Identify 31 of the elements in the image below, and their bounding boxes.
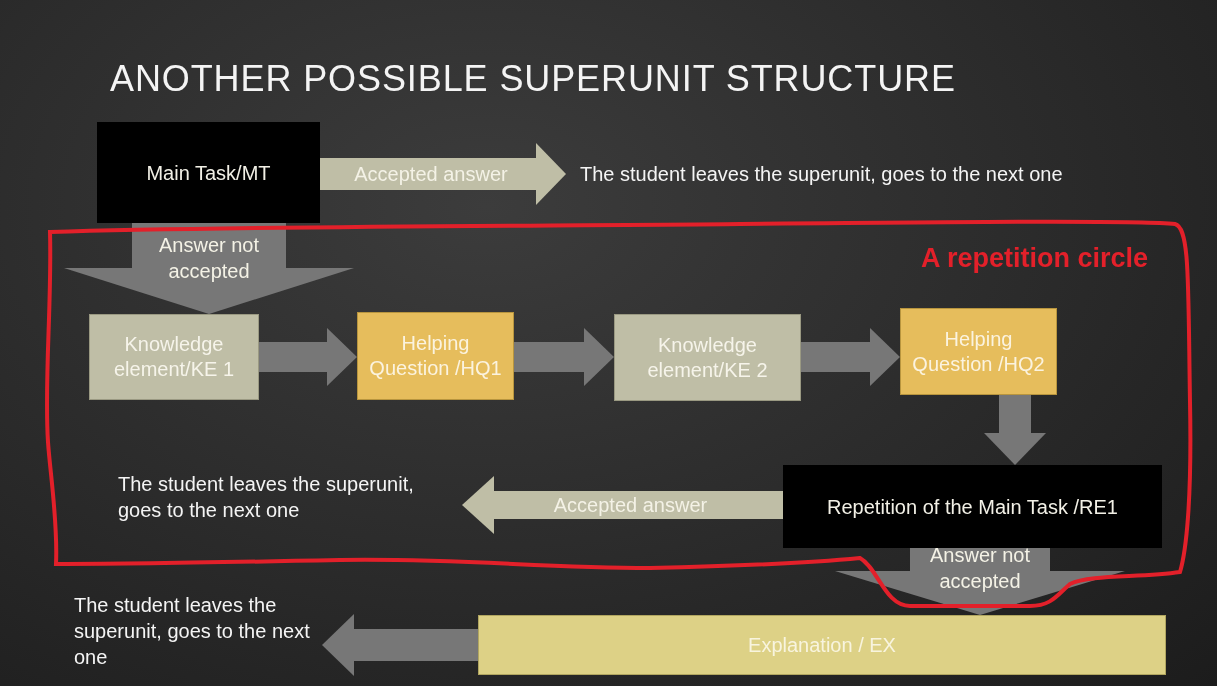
process-box [478,615,1166,675]
block-arrow [320,143,566,205]
edge-label: Accepted answer [353,162,509,187]
block-arrow [801,328,900,386]
box-label: Knowledge element/KE 2 [646,332,769,383]
process-box [357,312,514,400]
edge-label: Answer not accepted [157,232,261,284]
slide-title: ANOTHER POSSIBLE SUPERUNIT STRUCTURE [110,57,956,101]
block-arrow [514,328,614,386]
box-label: Knowledge element/KE 1 [112,332,236,382]
exit-note: The student leaves the superunit, goes to the next one [580,162,1063,187]
box-label: Helping Question /HQ1 [368,331,503,381]
edge-label: Accepted answer [552,493,709,518]
process-box [614,314,801,401]
block-arrow [259,328,357,386]
process-box [89,314,259,400]
box-label: Repetition of the Main Task /RE1 [827,494,1118,520]
block-arrow [462,476,783,534]
exit-note: The student leaves the superunit, goes to the next one [118,472,415,523]
block-arrow [835,548,1125,615]
exit-note: The student leaves the superunit, goes to the next one [74,593,311,670]
loop-heading: A repetition circle [920,242,1148,275]
block-arrow [322,614,478,676]
block-arrow [64,223,354,314]
process-box [97,122,320,223]
box-label: Helping Question /HQ2 [911,326,1046,377]
box-label: Main Task/MT [146,160,271,186]
process-box [900,308,1057,395]
edge-label: Answer not accepted [928,542,1032,594]
box-label: Explanation / EX [748,633,896,658]
block-arrow [984,395,1046,465]
